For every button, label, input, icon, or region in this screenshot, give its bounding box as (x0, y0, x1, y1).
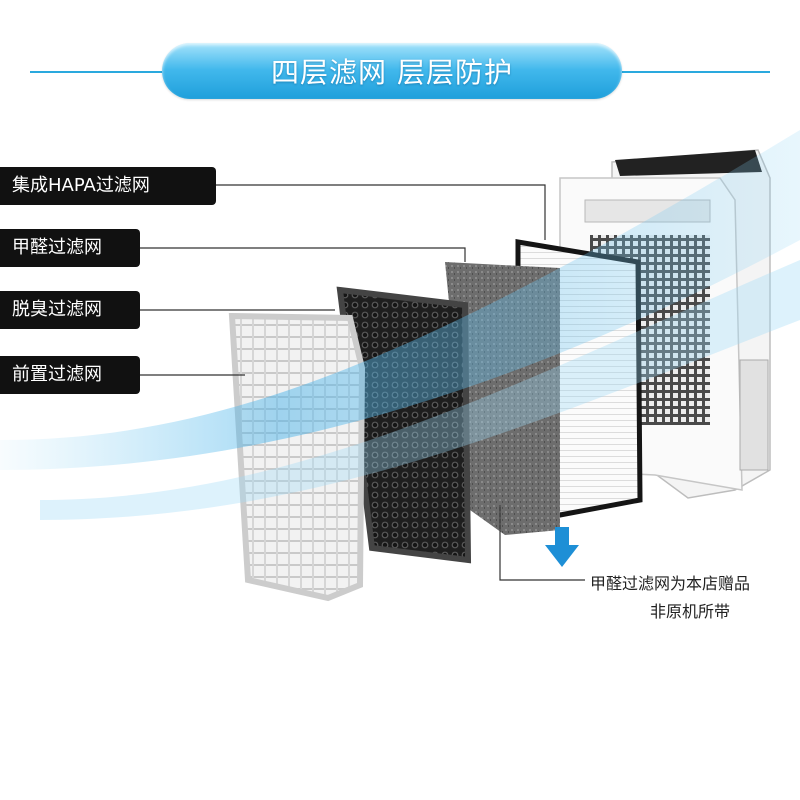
down-arrow-icon (545, 527, 579, 567)
label-deodorizing-filter: 脱臭过滤网 (0, 291, 140, 329)
gift-note-line-2: 非原机所带 (650, 602, 731, 621)
header-rule-right (620, 71, 770, 73)
banner-title: 四层滤网 层层防护 (271, 56, 513, 89)
label-hepa-filter: 集成HAPA过滤网 (0, 167, 216, 205)
airflow-stream-1 (0, 130, 800, 470)
header-rule-left (30, 71, 165, 73)
label-pre-filter: 前置过滤网 (0, 356, 140, 394)
gift-note-line-1: 甲醛过滤网为本店赠品 (590, 574, 751, 593)
label-formaldehyde-filter: 甲醛过滤网 (0, 229, 140, 267)
label-leader-lines (140, 184, 585, 581)
title-banner: 四层滤网 层层防护 (162, 43, 622, 99)
